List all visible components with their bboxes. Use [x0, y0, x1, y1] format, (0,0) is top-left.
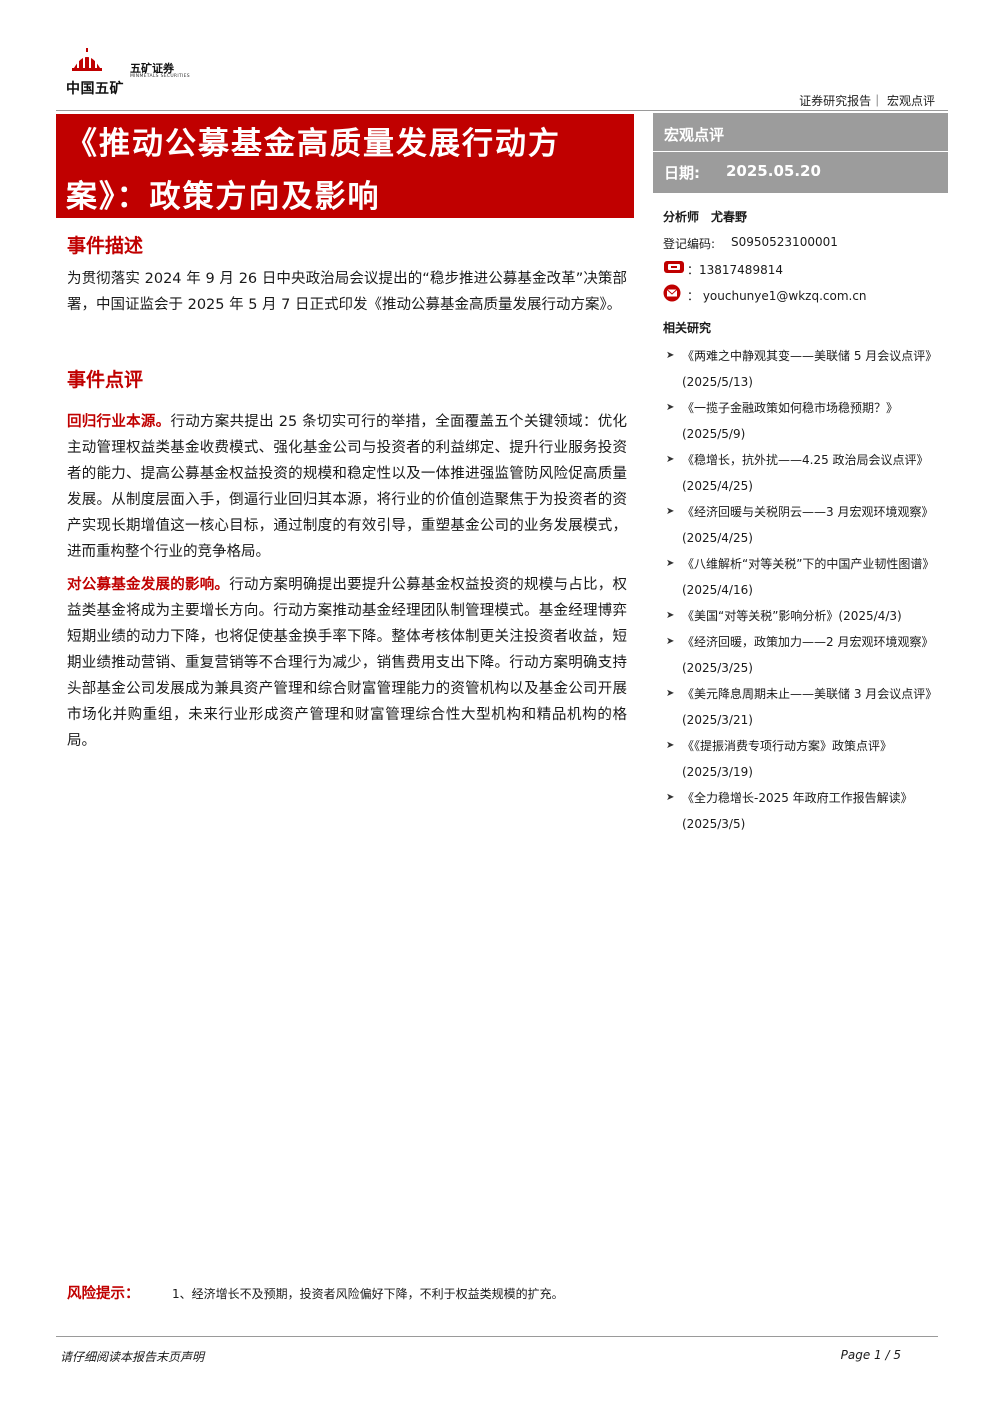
related-item[interactable]: ➤ 《经济回暖，政策加力——2 月宏观环境观察》(2025/3/25) [666, 629, 948, 681]
related-item[interactable]: ➤ 《美元降息周期未止——美联储 3 月会议点评》(2025/3/21) [666, 681, 948, 733]
bullet-arrow-icon: ➤ [666, 792, 675, 803]
analyst-phone: ：13817489814 [687, 263, 783, 277]
related-item[interactable]: ➤ 《两难之中静观其变——美联储 5 月会议点评》(2025/5/13) [666, 343, 948, 395]
related-item-text: 《经济回暖与关税阴云——3 月宏观环境观察》(2025/4/25) [682, 505, 934, 545]
related-research-title: 相关研究 [663, 321, 712, 335]
breadcrumb: 证券研究报告｜ 宏观点评 [799, 94, 935, 108]
risk-label: 风险提示： [67, 1286, 140, 1302]
related-item-text: 《八维解析“对等关税”下的中国产业韧性图谱》(2025/4/16) [682, 557, 935, 597]
paragraph-body: 行动方案共提出 25 条切实可行的举措，全面覆盖五个关键领域：优化主动管理权益类… [67, 414, 628, 560]
report-title: 《推动公募基金高质量发展行动方案》：政策方向及影响 [66, 126, 561, 215]
logo-emblem-icon [72, 48, 102, 71]
related-item[interactable]: ➤ 《美国“对等关税”影响分析》(2025/4/3) [666, 603, 948, 629]
registration-number: S0950523100001 [731, 235, 838, 249]
phone-icon [664, 261, 684, 273]
related-item[interactable]: ➤ 《《提振消费专项行动方案》政策点评》(2025/3/19) [666, 733, 948, 785]
email-icon [663, 284, 681, 302]
related-item-text: 《稳增长，抗外扰——4.25 政治局会议点评》(2025/4/25) [682, 453, 929, 493]
related-item[interactable]: ➤ 《稳增长，抗外扰——4.25 政治局会议点评》(2025/4/25) [666, 447, 948, 499]
review-paragraph-1: 回归行业本源。行动方案共提出 25 条切实可行的举措，全面覆盖五个关键领域：优化… [67, 409, 627, 565]
event-description: 为贯彻落实 2024 年 9 月 26 日中央政治局会议提出的“稳步推进公募基金… [67, 271, 627, 313]
registration-label: 登记编码: [663, 237, 716, 251]
bullet-arrow-icon: ➤ [666, 740, 675, 751]
related-item-text: 《一揽子金融政策如何稳市场稳预期？》(2025/5/9) [682, 401, 899, 441]
related-item[interactable]: ➤ 《八维解析“对等关税”下的中国产业韧性图谱》(2025/4/16) [666, 551, 948, 603]
related-item-text: 《《提振消费专项行动方案》政策点评》(2025/3/19) [682, 739, 893, 779]
bullet-arrow-icon: ➤ [666, 688, 675, 699]
bullet-arrow-icon: ➤ [666, 558, 675, 569]
risk-text: 1、经济增长不及预期，投资者风险偏好下降，不利于权益类规模的扩充。 [172, 1287, 564, 1301]
related-item[interactable]: ➤ 《经济回暖与关税阴云——3 月宏观环境观察》(2025/4/25) [666, 499, 948, 551]
related-item-text: 《美国“对等关税”影响分析》(2025/4/3) [682, 609, 902, 623]
bullet-arrow-icon: ➤ [666, 610, 675, 621]
review-paragraph-2: 对公募基金发展的影响。行动方案明确提出要提升公募基金权益投资的规模与占比，权益类… [67, 572, 627, 754]
date-label: 日期: [664, 164, 700, 182]
bullet-arrow-icon: ➤ [666, 402, 675, 413]
bullet-arrow-icon: ➤ [666, 454, 675, 465]
related-item[interactable]: ➤ 《全力稳增长-2025 年政府工作报告解读》(2025/3/5) [666, 785, 948, 837]
bullet-arrow-icon: ➤ [666, 350, 675, 361]
meta-divider [653, 151, 948, 152]
related-research-list: ➤ 《两难之中静观其变——美联储 5 月会议点评》(2025/5/13) ➤ 《一揽… [666, 343, 948, 837]
section-heading-review: 事件点评 [67, 369, 144, 391]
related-item-text: 《两难之中静观其变——美联储 5 月会议点评》(2025/5/13) [682, 349, 938, 389]
analyst-label: 分析师 [663, 210, 700, 224]
header-divider [56, 110, 948, 111]
company-logo [72, 48, 102, 71]
related-item-text: 《经济回暖，政策加力——2 月宏观环境观察》(2025/3/25) [682, 635, 934, 675]
paragraph-body: 行动方案明确提出要提升公募基金权益投资的规模与占比，权益类基金将成为主要增长方向… [67, 577, 628, 749]
page-number: Page 1 / 5 [840, 1348, 901, 1362]
analyst-email[interactable]: ： youchunye1@wkzq.com.cn [687, 289, 867, 303]
footer-disclaimer: 请仔细阅读本报告末页声明 [60, 1350, 205, 1364]
bullet-arrow-icon: ➤ [666, 506, 675, 517]
paragraph-lead: 回归行业本源。 [67, 414, 171, 430]
title-banner [56, 114, 634, 218]
bullet-arrow-icon: ➤ [666, 636, 675, 647]
related-item-text: 《美元降息周期未止——美联储 3 月会议点评》(2025/3/21) [682, 687, 938, 727]
analyst-name: 尤春野 [711, 210, 748, 224]
footer-divider [56, 1336, 938, 1337]
paragraph-lead: 对公募基金发展的影响。 [67, 577, 230, 593]
meta-box [653, 113, 948, 193]
related-item[interactable]: ➤ 《一揽子金融政策如何稳市场稳预期？》(2025/5/9) [666, 395, 948, 447]
logo-text-cn: 中国五矿 [66, 81, 124, 97]
related-item-text: 《全力稳增长-2025 年政府工作报告解读》(2025/3/5) [682, 791, 913, 831]
section-heading-event: 事件描述 [67, 235, 144, 257]
report-date: 2025.05.20 [726, 162, 821, 180]
brand-name-en: MINMETALS SECURITIES [130, 74, 190, 79]
brand-name: 五矿证券 [130, 62, 174, 75]
report-category: 宏观点评 [664, 126, 725, 144]
